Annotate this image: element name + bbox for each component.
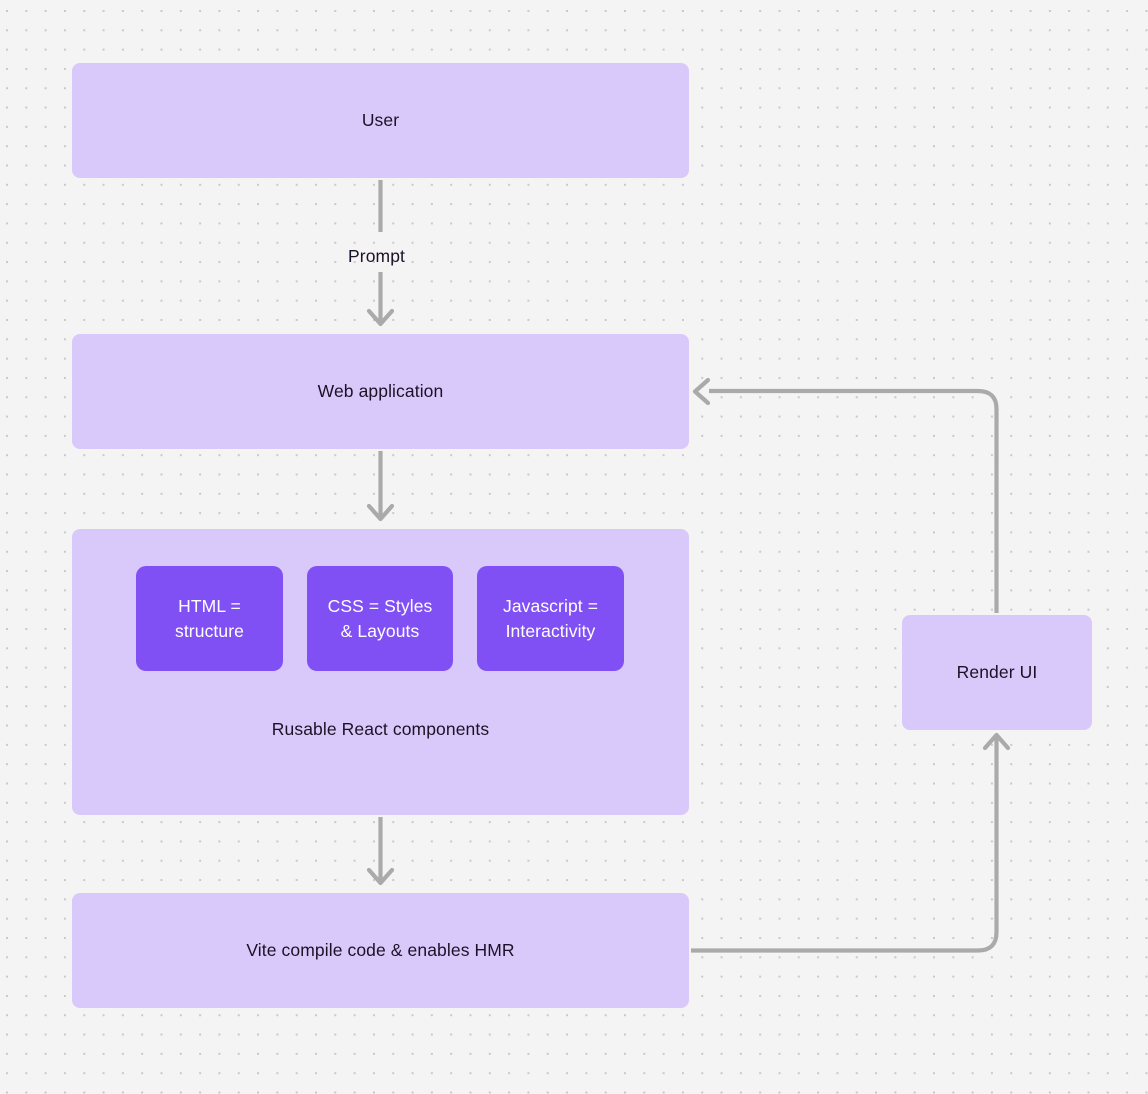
node-user[interactable]: User bbox=[72, 63, 689, 178]
edge-render-arrowhead bbox=[692, 377, 711, 406]
edge-render-to-webapp bbox=[709, 388, 999, 613]
node-web-application[interactable]: Web application bbox=[72, 334, 689, 449]
chip-html[interactable]: HTML = structure bbox=[136, 566, 283, 671]
node-component-group[interactable]: HTML = structure CSS = Styles & Layouts … bbox=[72, 529, 689, 815]
component-group-caption: Rusable React components bbox=[271, 719, 490, 739]
edge-prompt-arrowhead bbox=[366, 308, 395, 327]
edge-webapp-arrowhead bbox=[366, 503, 395, 522]
chip-javascript-label: Javascript = Interactivity bbox=[502, 596, 599, 641]
edge-label-prompt: Prompt bbox=[348, 246, 406, 266]
node-render-ui-label: Render UI bbox=[956, 661, 1038, 682]
edge-vite-arrowhead bbox=[982, 732, 1011, 751]
chip-css-label: CSS = Styles & Layouts bbox=[327, 596, 433, 641]
chip-css[interactable]: CSS = Styles & Layouts bbox=[307, 566, 453, 671]
edge-group-arrowhead bbox=[366, 867, 395, 886]
chip-html-label: HTML = structure bbox=[175, 596, 244, 641]
node-web-application-label: Web application bbox=[317, 380, 444, 401]
node-vite[interactable]: Vite compile code & enables HMR bbox=[72, 893, 689, 1008]
node-vite-label: Vite compile code & enables HMR bbox=[246, 939, 515, 960]
node-user-label: User bbox=[361, 109, 400, 130]
chip-javascript[interactable]: Javascript = Interactivity bbox=[477, 566, 624, 671]
node-render-ui[interactable]: Render UI bbox=[902, 615, 1092, 730]
edge-vite-to-render bbox=[691, 737, 999, 953]
